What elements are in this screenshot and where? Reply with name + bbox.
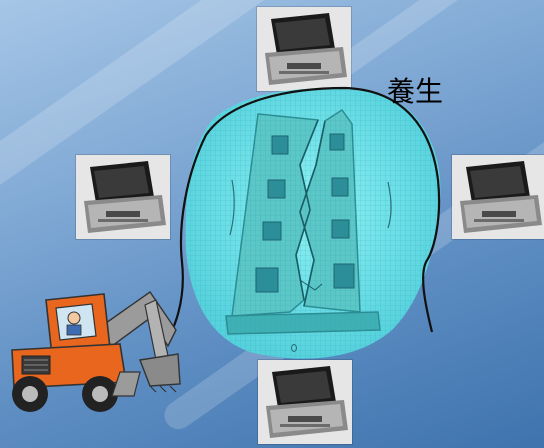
excavator bbox=[11, 291, 181, 412]
case-icon bbox=[258, 360, 352, 444]
enclosure-outline bbox=[161, 86, 441, 349]
curing-caption: 養生 bbox=[387, 75, 444, 108]
case-icon bbox=[76, 155, 170, 239]
case-thumbnail-right bbox=[452, 155, 544, 239]
cracked-building bbox=[225, 108, 392, 352]
case-thumbnail-bottom bbox=[258, 360, 352, 444]
case-icon bbox=[257, 7, 351, 91]
case-thumbnail-left bbox=[76, 155, 170, 239]
case-icon bbox=[452, 155, 544, 239]
case-thumbnail-top bbox=[257, 7, 351, 91]
